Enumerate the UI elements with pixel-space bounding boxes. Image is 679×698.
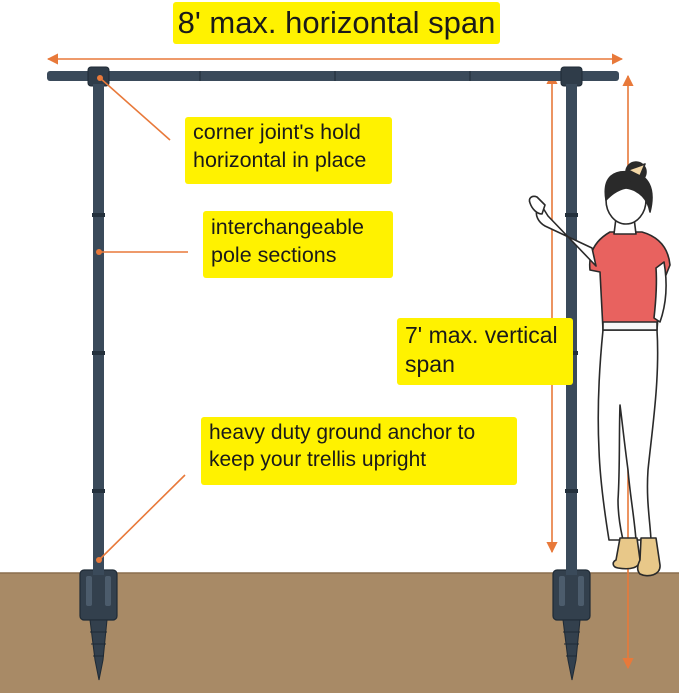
callout-corner-joint: [97, 75, 171, 141]
horizontal-pole-joints: [199, 71, 471, 81]
corner-joint-label: corner joint's hold horizontal in place: [185, 117, 392, 184]
person-arm: [535, 207, 597, 267]
person-figure: [528, 161, 671, 577]
ground-anchor-label-line1: heavy duty ground anchor to: [209, 421, 476, 444]
person-hand: [528, 195, 546, 215]
vertical-span-label-line1: 7' max. vertical: [405, 322, 558, 348]
person-pants: [597, 329, 659, 541]
ground-anchor-label: heavy duty ground anchor to keep your tr…: [201, 417, 517, 485]
pole-sections-label: interchangeable pole sections: [203, 211, 393, 278]
vertical-span-label: 7' max. vertical span: [397, 318, 573, 385]
right-ground-anchor: [552, 555, 591, 681]
callout-ground-anchor: [96, 474, 186, 563]
person-waistband: [602, 321, 658, 331]
ground-anchor-label-line2: keep your trellis upright: [209, 447, 427, 471]
vertical-span-label-line2: span: [405, 351, 455, 378]
left-ground-anchor: [79, 555, 118, 681]
pole-sections-label-line1: interchangeable: [211, 215, 365, 239]
person-shoe-right: [636, 537, 661, 577]
corner-joint-label-line1: corner joint's hold: [193, 120, 361, 144]
left-vertical-pole: [93, 84, 104, 574]
person-shoe-left: [612, 537, 641, 570]
callout-pole-sections: [96, 249, 188, 255]
horizontal-pole: [47, 71, 619, 81]
pole-sections-label-line2: pole sections: [211, 242, 337, 267]
corner-joint-right: [560, 66, 583, 87]
corner-joint-label-line2: horizontal in place: [193, 147, 367, 172]
horizontal-span-label: 8' max. horizontal span: [173, 2, 500, 44]
